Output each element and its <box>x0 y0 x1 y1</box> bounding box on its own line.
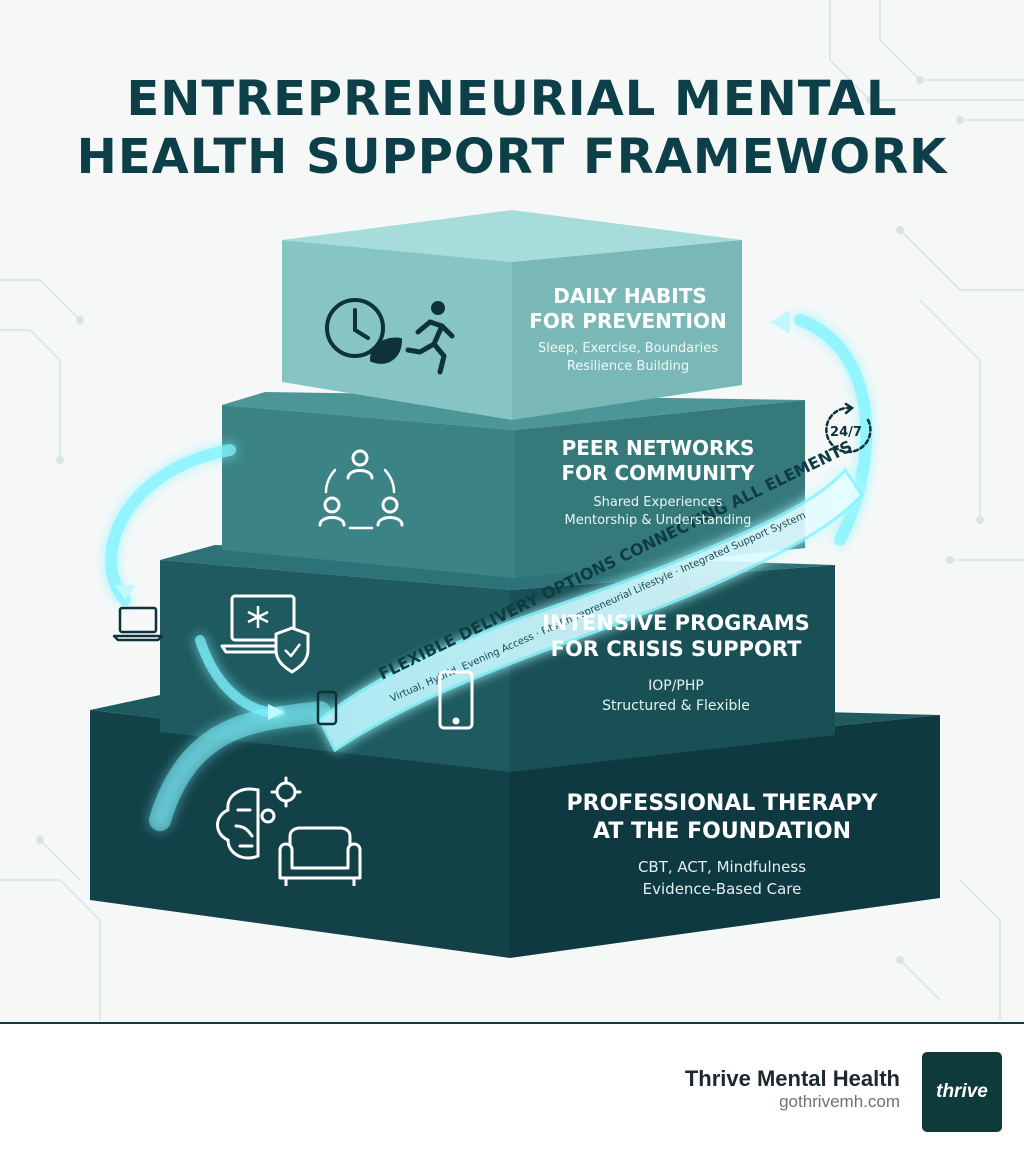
tier4-sub-line1: CBT, ACT, Mindfulness <box>638 858 806 876</box>
brand-name: Thrive Mental Health <box>684 1066 900 1091</box>
tier4-heading-line1: PROFESSIONAL THERAPY <box>567 791 879 816</box>
community-circle-icon <box>318 449 404 530</box>
tier1-sub-line2: Resilience Building <box>567 359 689 374</box>
tier-peer-networks <box>222 392 805 578</box>
tier4-sub-line2: Evidence-Based Care <box>643 880 802 898</box>
footer: Thrive Mental Health gothrivemh.com thri… <box>0 1024 1024 1154</box>
brand-url[interactable]: gothrivemh.com <box>779 1092 900 1111</box>
tier2-heading-line2: FOR COMMUNITY <box>561 461 755 485</box>
tablet-icon <box>438 670 474 730</box>
tier1-heading-line1: DAILY HABITS <box>553 284 707 308</box>
arrow-head-left <box>115 585 135 600</box>
circuit-background <box>0 0 1024 1020</box>
tier2-sub-line2: Mentorship & Understanding <box>565 513 752 528</box>
tier3-heading-line1: INTENSIVE PROGRAMS <box>542 611 810 635</box>
title-line-1: ENTREPRENEURIAL MENTAL <box>126 71 898 127</box>
phone-icon <box>316 690 338 726</box>
tier-daily-habits <box>282 210 742 420</box>
logo-text: thrive <box>936 1081 988 1102</box>
tier2-heading-line1: PEER NETWORKS <box>562 436 755 460</box>
brand-logo: thrive <box>922 1052 1002 1132</box>
tier1-heading-line2: FOR PREVENTION <box>529 309 726 333</box>
footer-divider <box>0 1022 1024 1024</box>
tier2-sub-line1: Shared Experiences <box>593 495 722 510</box>
brain-gears-icon <box>216 776 302 860</box>
24-7-badge-text: 24/7 <box>830 425 862 440</box>
laptop-icon <box>112 606 164 642</box>
clock-leaf-icon <box>325 298 403 364</box>
framework-pyramid: FLEXIBLE DELIVERY OPTIONS CONNECTING ALL… <box>90 210 940 958</box>
tier3-sub-line1: IOP/PHP <box>648 678 704 694</box>
tier3-heading-line2: FOR CRISIS SUPPORT <box>551 637 802 661</box>
arrow-head-top-right <box>770 310 790 334</box>
arrow-head-bottom <box>268 704 284 720</box>
tier1-sub-line1: Sleep, Exercise, Boundaries <box>538 341 718 356</box>
running-person-icon <box>405 301 455 375</box>
page-title: ENTREPRENEURIAL MENTAL HEALTH SUPPORT FR… <box>0 70 1024 186</box>
tier4-heading-line2: AT THE FOUNDATION <box>593 819 851 844</box>
couch-icon <box>278 826 362 886</box>
laptop-medical-shield-icon <box>220 594 310 674</box>
24-7-clock-icon <box>825 402 872 454</box>
title-line-2: HEALTH SUPPORT FRAMEWORK <box>76 129 948 185</box>
tier3-sub-line2: Structured & Flexible <box>602 698 750 714</box>
